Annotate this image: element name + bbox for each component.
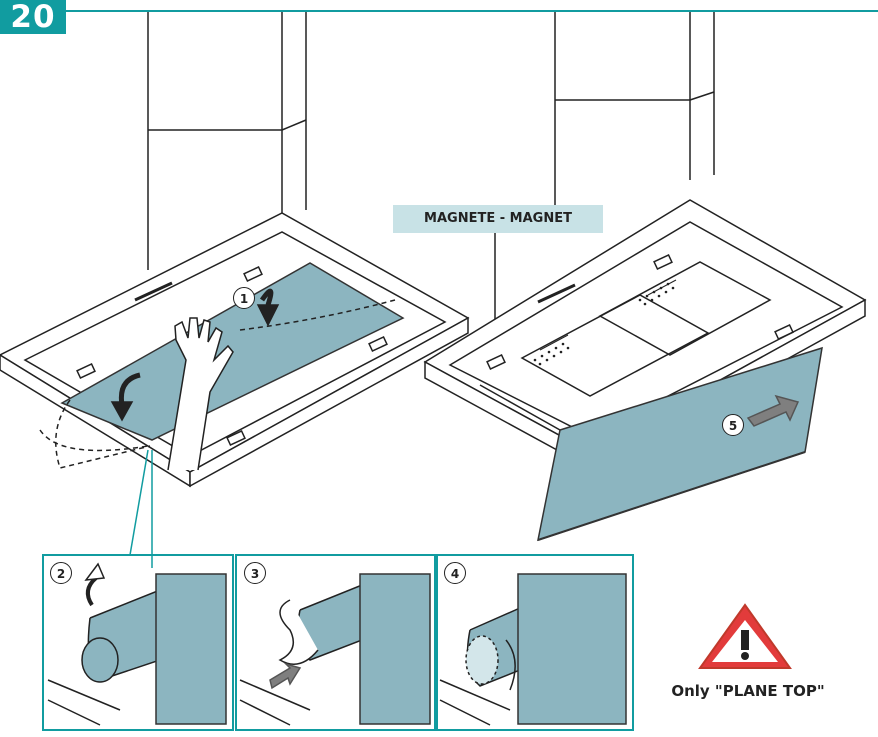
left-hood [0,12,470,568]
magnet-label: MAGNETE - MAGNET [393,205,603,233]
step-number-1: 1 [233,287,255,309]
plane-top-note: Only "PLANE TOP" [671,682,825,700]
step-badge: 20 [0,0,66,34]
step-number-5: 5 [722,414,744,436]
step-number-2: 2 [50,562,72,584]
detail-3 [239,573,431,726]
detail-4 [439,573,627,726]
step-number-3: 3 [244,562,266,584]
step-number-4: 4 [444,562,466,584]
detail-2 [47,562,227,726]
right-hood [423,12,867,542]
warning-triangle-icon [698,603,792,669]
detail-boxes [42,554,634,731]
